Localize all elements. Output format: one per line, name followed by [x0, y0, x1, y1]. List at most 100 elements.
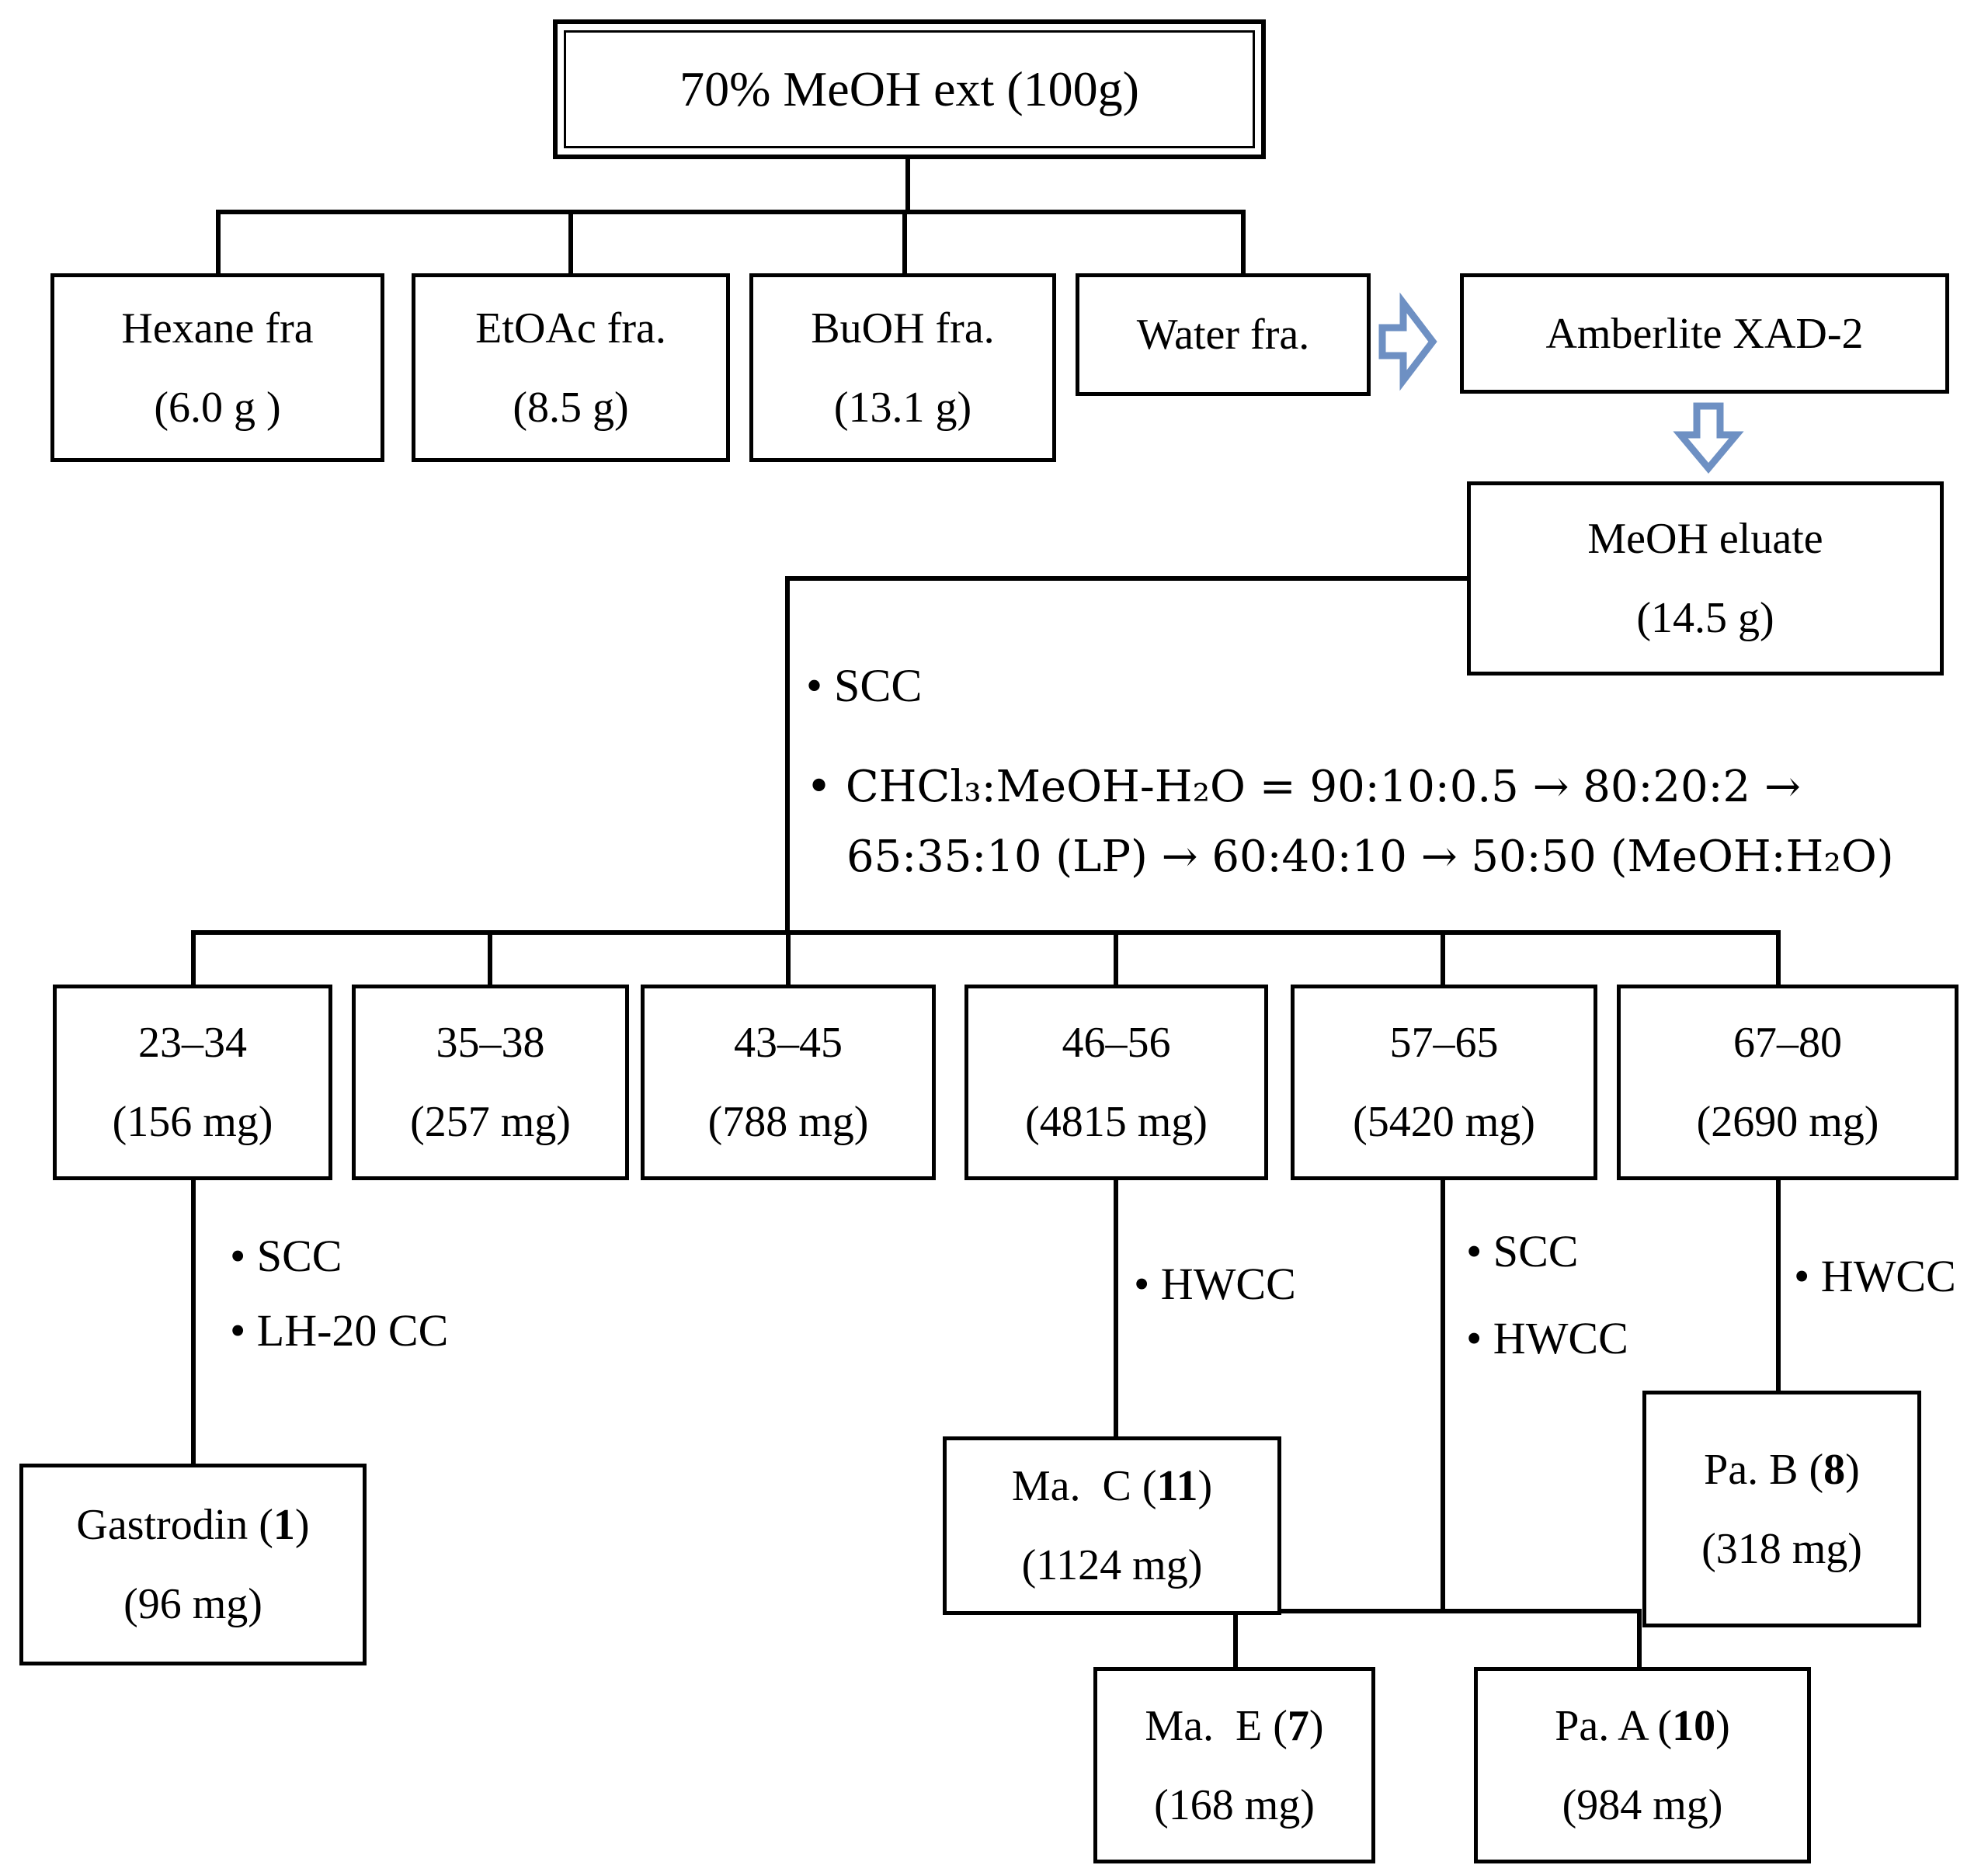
- compound-mass: (318 mg): [1701, 1524, 1862, 1573]
- box-meoh-extract: 70% MeOH ext (100g): [553, 19, 1266, 159]
- connector-line: [191, 930, 1781, 935]
- fraction-mass: (5420 mg): [1353, 1098, 1535, 1146]
- connector-line: [902, 210, 907, 275]
- box-compound-ma-c: Ma. C (11) (1124 mg): [943, 1436, 1281, 1615]
- connector-line: [1241, 210, 1246, 275]
- fraction-range: 35–38: [436, 1019, 545, 1067]
- compound-number: 11: [1156, 1462, 1198, 1510]
- fraction-range: 23–34: [138, 1019, 247, 1067]
- meoh-eluate-mass: (14.5 g): [1636, 594, 1774, 642]
- fraction-mass: (8.5 g): [513, 383, 629, 432]
- box-meoh-eluate: MeOH eluate (14.5 g): [1467, 481, 1944, 676]
- bullet-f46-hwcc: • HWCC: [1134, 1259, 1296, 1309]
- fraction-mass: (156 mg): [112, 1098, 273, 1146]
- connector-line: [1776, 930, 1781, 986]
- connector-line: [1776, 1179, 1781, 1393]
- bullet-scc: • SCC: [806, 660, 923, 711]
- compound-number: 7: [1287, 1701, 1309, 1750]
- down-block-arrow-icon: [1673, 402, 1744, 474]
- down-block-arrow-shape: [1673, 402, 1744, 474]
- connector-line: [1637, 1609, 1642, 1669]
- fraction-mass: (2690 mg): [1696, 1098, 1879, 1146]
- compound-mass: (1124 mg): [1021, 1541, 1203, 1589]
- compound-name: Pa. B (8): [1704, 1430, 1860, 1509]
- fraction-mass: (257 mg): [410, 1098, 571, 1146]
- connector-line: [191, 930, 196, 986]
- box-fraction-23-34: 23–34 (156 mg): [53, 985, 332, 1180]
- fraction-name: BuOH fra.: [811, 304, 995, 353]
- box-etoac-fraction: EtOAc fra. (8.5 g): [412, 273, 730, 462]
- compound-name: Ma. C (11): [1012, 1447, 1212, 1526]
- connector-line: [905, 158, 910, 214]
- fraction-range: 43–45: [734, 1019, 843, 1067]
- box-hexane-fraction: Hexane fra (6.0 g ): [50, 273, 384, 462]
- compound-name-close: ): [1715, 1701, 1730, 1750]
- box-water-fraction: Water fra.: [1076, 273, 1371, 396]
- box-amberlite-xad2: Amberlite XAD-2: [1460, 273, 1949, 394]
- bullet-f23-lh20cc: • LH-20 CC: [230, 1305, 449, 1356]
- amberlite-label: Amberlite XAD-2: [1545, 309, 1864, 358]
- connector-line: [1114, 930, 1118, 986]
- bullet-solvent-gradient-line2: 65:35:10 (LP) → 60:40:10 → 50:50 (MeOH:H…: [846, 832, 1894, 882]
- compound-number: 1: [273, 1501, 295, 1549]
- connector-line: [191, 1179, 196, 1465]
- connector-line: [1441, 930, 1445, 986]
- bullet-f57-hwcc: • HWCC: [1466, 1313, 1628, 1363]
- box-meoh-extract-label: 70% MeOH ext (100g): [679, 61, 1139, 116]
- compound-name-close: ): [294, 1501, 310, 1549]
- connector-line: [1233, 1609, 1642, 1613]
- compound-number: 10: [1672, 1701, 1716, 1750]
- connector-line: [488, 930, 492, 986]
- box-compound-pa-a: Pa. A (10) (984 mg): [1474, 1667, 1811, 1863]
- compound-name-close: ): [1309, 1701, 1324, 1750]
- compound-number: 8: [1823, 1445, 1846, 1494]
- connector-line: [1233, 1609, 1238, 1669]
- bullet-solvent-gradient-line1: • CHCl₃:MeOH-H₂O = 90:10:0.5 → 80:20:2 →: [806, 762, 1801, 812]
- bullet-f57-scc: • SCC: [1466, 1226, 1579, 1276]
- fraction-mass: (4815 mg): [1025, 1098, 1208, 1146]
- box-buoh-fraction: BuOH fra. (13.1 g): [749, 273, 1056, 462]
- compound-name-text: Ma. E (: [1145, 1701, 1288, 1750]
- compound-name-text: Pa. B (: [1704, 1445, 1824, 1494]
- right-block-arrow-icon: [1378, 292, 1437, 391]
- compound-name-text: Gastrodin (: [76, 1501, 273, 1549]
- compound-name-text: Ma. C (: [1011, 1462, 1157, 1510]
- fraction-name: Water fra.: [1136, 311, 1310, 359]
- box-compound-pa-b: Pa. B (8) (318 mg): [1642, 1391, 1921, 1627]
- fraction-mass: (788 mg): [707, 1098, 869, 1146]
- bullet-f67-hwcc: • HWCC: [1794, 1251, 1956, 1301]
- box-fraction-57-65: 57–65 (5420 mg): [1291, 985, 1597, 1180]
- compound-name: Ma. E (7): [1145, 1686, 1323, 1766]
- fraction-range: 67–80: [1733, 1019, 1842, 1067]
- compound-name: Pa. A (10): [1555, 1686, 1730, 1766]
- connector-line: [568, 210, 573, 275]
- compound-name-close: ): [1197, 1462, 1213, 1510]
- meoh-eluate-name: MeOH eluate: [1587, 515, 1823, 563]
- connector-line: [1441, 1179, 1445, 1613]
- box-fraction-46-56: 46–56 (4815 mg): [964, 985, 1268, 1180]
- box-fraction-43-45: 43–45 (788 mg): [641, 985, 936, 1180]
- connector-line: [785, 576, 790, 935]
- fraction-range: 46–56: [1062, 1019, 1171, 1067]
- compound-mass: (96 mg): [123, 1580, 262, 1628]
- compound-name-text: Pa. A (: [1555, 1701, 1673, 1750]
- box-fraction-67-80: 67–80 (2690 mg): [1617, 985, 1958, 1180]
- compound-mass: (984 mg): [1562, 1780, 1723, 1829]
- fraction-mass: (13.1 g): [833, 383, 972, 432]
- connector-line: [216, 210, 221, 275]
- right-block-arrow-shape: [1378, 292, 1437, 391]
- connector-line: [786, 930, 791, 986]
- bullet-f23-scc: • SCC: [230, 1231, 342, 1281]
- connector-line: [1114, 1179, 1118, 1438]
- compound-mass: (168 mg): [1154, 1780, 1315, 1829]
- box-fraction-35-38: 35–38 (257 mg): [352, 985, 629, 1180]
- connector-line: [787, 576, 1468, 581]
- fraction-range: 57–65: [1389, 1019, 1499, 1067]
- fraction-name: Hexane fra: [121, 304, 314, 353]
- fraction-name: EtOAc fra.: [475, 304, 666, 353]
- connector-line: [216, 210, 1246, 214]
- box-compound-ma-e: Ma. E (7) (168 mg): [1093, 1667, 1375, 1863]
- fraction-mass: (6.0 g ): [154, 383, 281, 432]
- compound-name-close: ): [1845, 1445, 1860, 1494]
